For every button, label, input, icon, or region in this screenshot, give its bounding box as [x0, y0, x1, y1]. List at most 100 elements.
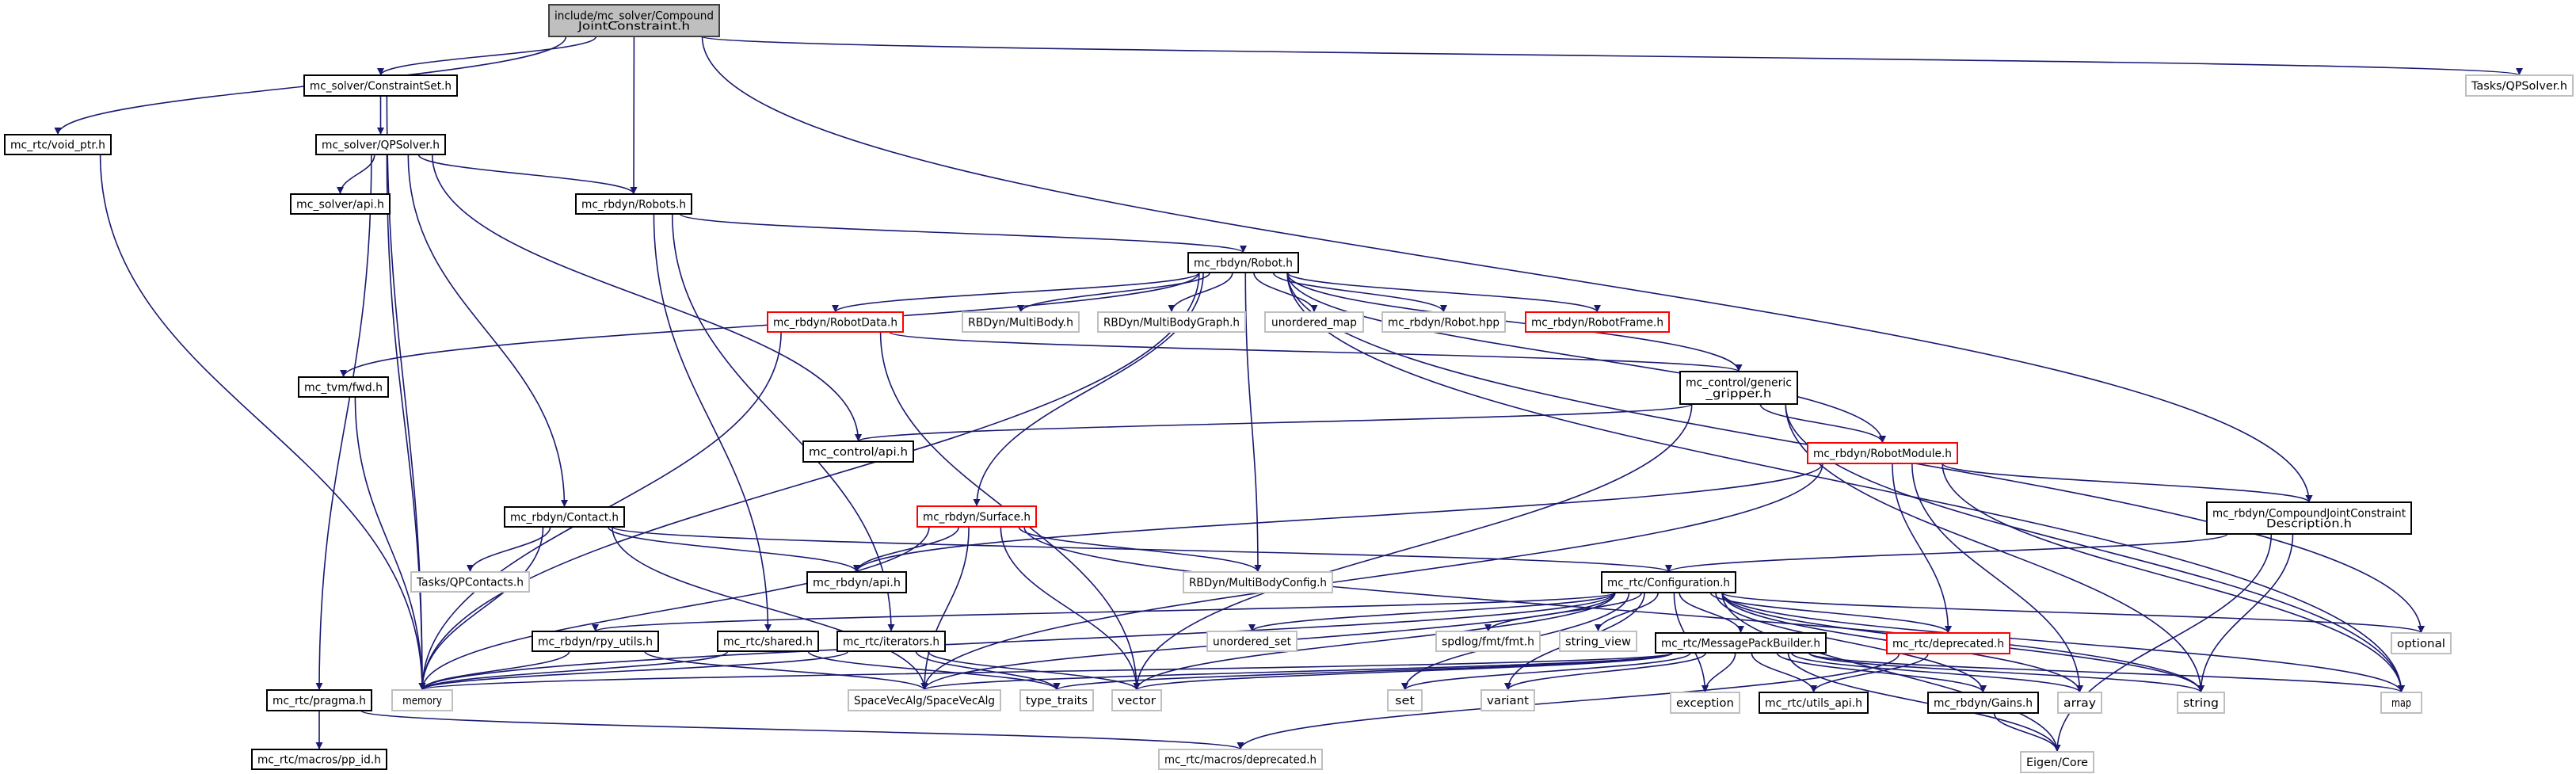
edge-contact-to-rbdynapi	[608, 526, 860, 573]
edge-configuration-to-unorderedset	[1248, 592, 1616, 632]
node-string[interactable]: string	[2177, 692, 2225, 714]
node-root[interactable]: include/mc_solver/CompoundJointConstrain…	[548, 4, 720, 37]
node-box	[1759, 692, 1869, 714]
node-vector[interactable]: vector	[1111, 689, 1162, 711]
node-label: set	[1395, 695, 1415, 707]
node-iterators[interactable]: mc_rtc/iterators.h	[836, 631, 946, 652]
edge-root-to-constraintset	[377, 36, 597, 76]
node-surface[interactable]: mc_rbdyn/Surface.h	[916, 505, 1037, 528]
edge-qpsolver-to-controlapi	[431, 154, 862, 442]
node-optional[interactable]: optional	[2391, 632, 2452, 654]
node-box	[532, 631, 659, 652]
edge-gripper-to-controlapi	[855, 403, 1693, 442]
node-shared[interactable]: mc_rtc/shared.h	[717, 631, 819, 652]
node-exception[interactable]: exception	[1670, 692, 1740, 714]
node-tvmfwd[interactable]: mc_tvm/fwd.h	[298, 376, 389, 398]
node-box	[1019, 689, 1094, 711]
edge-configuration-to-vector	[1133, 592, 1616, 691]
node-typetraits[interactable]: type_traits	[1019, 689, 1094, 711]
node-box	[290, 193, 391, 215]
node-pragma[interactable]: mc_rtc/pragma.h	[266, 689, 372, 711]
node-contact[interactable]: mc_rbdyn/Contact.h	[504, 506, 625, 528]
node-cjcdesc[interactable]: mc_rbdyn/CompoundJointConstraintDescript…	[2206, 501, 2412, 535]
node-box	[1158, 749, 1323, 770]
node-spacevecalg[interactable]: SpaceVecAlg/SpaceVecAlg	[848, 689, 1001, 711]
node-memory[interactable]: memory	[391, 689, 453, 711]
node-multibody[interactable]: RBDyn/MultiBody.h	[962, 311, 1080, 333]
edge-deprecated-to-macrosdeprecated	[1237, 653, 1900, 750]
node-utilsapi[interactable]: mc_rtc/utils_api.h	[1759, 692, 1869, 714]
node-msgpack[interactable]: mc_rtc/MessagePackBuilder.h	[1655, 632, 1827, 654]
node-eigencore[interactable]: Eigen/Core	[2020, 751, 2094, 773]
edge-constraintset-to-memory	[386, 95, 426, 691]
node-solverapi[interactable]: mc_solver/api.h	[290, 193, 391, 215]
node-label: mc_tvm/fwd.h	[304, 382, 383, 395]
edge-gripper-to-vector	[1133, 403, 1693, 691]
edge-msgpack-to-spacevecalg	[920, 652, 1674, 691]
node-label: mc_control/api.h	[809, 446, 908, 459]
node-robotmodule[interactable]: mc_rbdyn/RobotModule.h	[1807, 442, 1958, 464]
node-box	[1264, 311, 1364, 333]
node-variant[interactable]: variant	[1480, 689, 1535, 711]
node-configuration[interactable]: mc_rtc/Configuration.h	[1601, 571, 1736, 593]
node-box	[410, 571, 530, 593]
node-map[interactable]: map	[2380, 692, 2422, 714]
edge-msgpack-to-exception	[1701, 652, 1736, 693]
node-robots[interactable]: mc_rbdyn/Robots.h	[575, 193, 692, 215]
node-label: mc_rtc/iterators.h	[843, 636, 939, 649]
node-label: optional	[2397, 638, 2445, 650]
edge-robot-to-memory	[418, 272, 1200, 691]
node-label: string	[2183, 697, 2219, 710]
node-macrosdeprecated[interactable]: mc_rtc/macros/deprecated.h	[1158, 749, 1323, 770]
edge-surface-to-vector	[1000, 526, 1141, 691]
edge-robots-to-robot	[679, 213, 1247, 254]
node-label: mc_rbdyn/Robot.h	[1194, 257, 1293, 270]
node-box	[391, 689, 453, 711]
node-gains[interactable]: mc_rbdyn/Gains.h	[1927, 692, 2039, 714]
edge-robotmodule-to-array	[1911, 463, 2083, 693]
edge-rpyutils-to-memory	[418, 650, 570, 691]
node-unorderedset[interactable]: unordered_set	[1206, 631, 1298, 652]
node-multibodygraph[interactable]: RBDyn/MultiBodyGraph.h	[1097, 311, 1246, 333]
node-label: string_view	[1565, 636, 1631, 649]
node-stringview[interactable]: string_view	[1559, 631, 1637, 652]
edge-tvmfwd-to-memory	[354, 396, 426, 691]
node-deprecated[interactable]: mc_rtc/deprecated.h	[1886, 632, 2010, 654]
edge-robots-to-shared	[653, 213, 772, 632]
node-ppid[interactable]: mc_rtc/macros/pp_id.h	[251, 749, 387, 770]
edge-msgpack-to-variant	[1504, 652, 1707, 691]
edge-msgpack-to-array	[1790, 652, 2083, 693]
node-constraintset[interactable]: mc_solver/ConstraintSet.h	[303, 74, 458, 97]
node-rbdynapi[interactable]: mc_rbdyn/api.h	[806, 571, 907, 593]
node-robot[interactable]: mc_rbdyn/Robot.h	[1187, 252, 1299, 273]
node-voidptr[interactable]: mc_rtc/void_ptr.h	[4, 134, 112, 155]
edge-cjcdesc-to-string	[2197, 533, 2294, 693]
node-robotframe[interactable]: mc_rbdyn/RobotFrame.h	[1525, 311, 1670, 333]
node-array[interactable]: array	[2057, 692, 2102, 714]
node-rpyutils[interactable]: mc_rbdyn/rpy_utils.h	[532, 631, 659, 652]
edge-configuration-to-memory	[418, 592, 1616, 691]
edge-configuration-to-stringview	[1595, 592, 1659, 632]
edge-contact-to-spacevecalg	[612, 526, 928, 691]
node-box	[1480, 689, 1535, 711]
node-qpsolver[interactable]: mc_solver/QPSolver.h	[315, 134, 446, 155]
node-gripper[interactable]: mc_control/generic_gripper.h	[1679, 371, 1798, 405]
edge-msgpack-to-vector	[1133, 652, 1674, 691]
node-qpcontacts[interactable]: Tasks/QPContacts.h	[410, 571, 530, 593]
node-box	[962, 311, 1080, 333]
node-box	[1187, 252, 1299, 273]
node-label: mc_rbdyn/Surface.h	[923, 511, 1031, 524]
node-mbconfig[interactable]: RBDyn/MultiBodyConfig.h	[1183, 571, 1333, 593]
node-unorderedmap[interactable]: unordered_map	[1264, 311, 1364, 333]
node-spdlog[interactable]: spdlog/fmt/fmt.h	[1435, 631, 1541, 652]
edge-msgpack-to-map	[1808, 652, 2405, 693]
node-tasksqp[interactable]: Tasks/QPSolver.h	[2465, 74, 2574, 97]
node-controlapi[interactable]: mc_control/api.h	[802, 440, 914, 463]
edge-robot-to-robotdata	[832, 272, 1200, 313]
node-robotdata[interactable]: mc_rbdyn/RobotData.h	[767, 311, 904, 333]
node-box	[4, 134, 112, 155]
node-set[interactable]: set	[1387, 689, 1423, 711]
node-label: map	[2391, 697, 2411, 710]
node-robothpp[interactable]: mc_rbdyn/Robot.hpp	[1381, 311, 1506, 333]
